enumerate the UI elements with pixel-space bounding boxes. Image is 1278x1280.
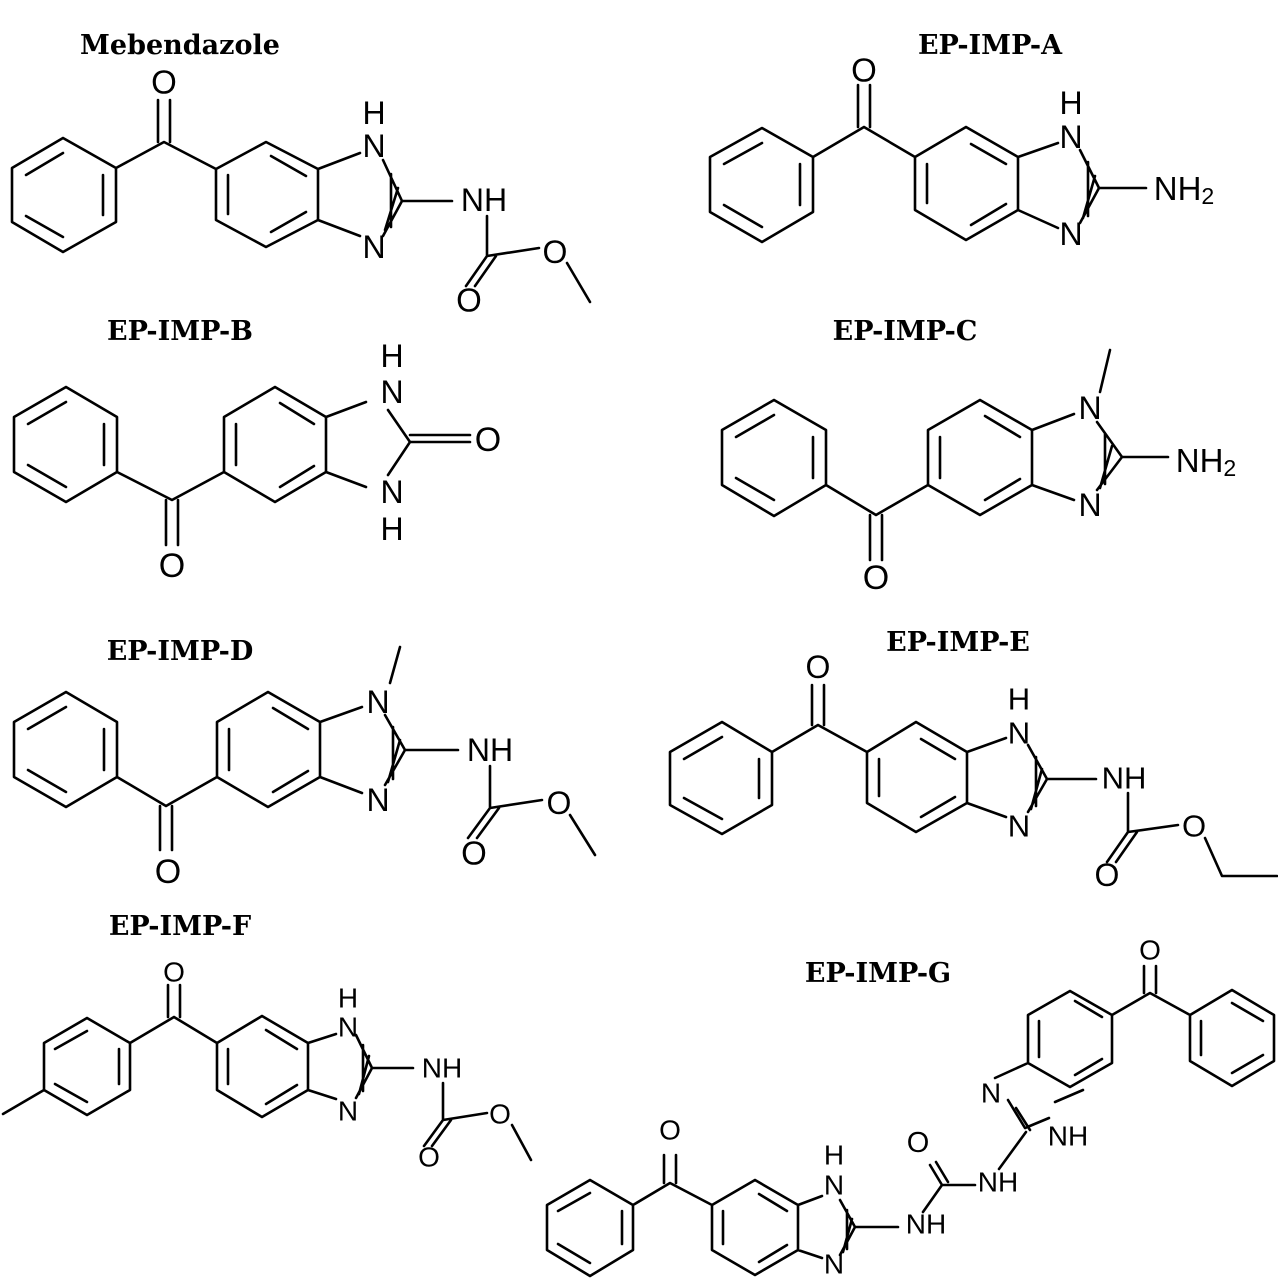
atom-o-keto: O <box>159 547 185 585</box>
structure-ep-imp-b: EP-IMP-B H N N H O O <box>12 316 501 585</box>
atom-nh: NH <box>461 182 507 218</box>
atom-o-ester: O <box>489 1099 511 1130</box>
atom-o-ester: O <box>1182 809 1206 844</box>
atom-o-ester: O <box>547 785 572 821</box>
atom-n3: N <box>1008 809 1030 844</box>
atom-nh2: NH2 <box>1154 170 1215 210</box>
atom-o-keto: O <box>806 649 831 685</box>
atom-h: H <box>824 1140 844 1171</box>
bonds <box>12 385 472 547</box>
atom-o-carbonyl: O <box>461 835 487 872</box>
atom-nh: NH <box>1102 761 1147 796</box>
atom-nh: NH <box>467 732 513 768</box>
atom-n1: N <box>1078 390 1101 426</box>
atom-o-carbonyl: O <box>456 282 482 319</box>
atom-h: H <box>380 338 403 374</box>
atom-o-ester: O <box>543 234 568 270</box>
atom-nh2: NH2 <box>1176 442 1237 482</box>
atom-o-keto: O <box>155 853 181 891</box>
atom-n1: N <box>824 1170 844 1201</box>
atom-o-carbonyl: O <box>1095 857 1120 893</box>
bonds <box>12 645 597 857</box>
bonds <box>668 683 1278 878</box>
structure-title: Mebendazole <box>80 30 280 61</box>
structure-ep-imp-c: EP-IMP-C N N NH2 O <box>720 316 1237 597</box>
atom-nh-b2: NH <box>1048 1121 1088 1152</box>
structure-title: EP-IMP-B <box>107 316 253 347</box>
atom-h: H <box>362 95 385 131</box>
structure-ep-imp-g: EP-IMP-G O H N N NH O NH N NH O <box>545 935 1276 1280</box>
atom-n-b: N <box>981 1078 1001 1109</box>
structure-title: EP-IMP-E <box>886 627 1030 658</box>
atom-n3: N <box>1059 216 1082 252</box>
atom-o-keto: O <box>851 52 877 89</box>
structure-mebendazole: Mebendazole O H N N NH O O <box>10 30 592 319</box>
bonds <box>10 98 592 304</box>
atom-n1: N <box>362 128 385 164</box>
bonds <box>720 348 1170 562</box>
atom-o-keto: O <box>151 64 177 101</box>
structure-ep-imp-f: EP-IMP-F O H N N NH O O <box>1 911 533 1173</box>
atom-n3: N <box>362 229 385 265</box>
atom-nh-b: NH <box>978 1167 1018 1198</box>
atom-o-keto: O <box>163 957 185 988</box>
structure-title: EP-IMP-A <box>918 30 1063 61</box>
atom-o-keto: O <box>659 1115 681 1146</box>
atom-n1: N <box>338 1012 358 1043</box>
atom-n1: N <box>380 374 403 410</box>
atom-nh: NH <box>422 1053 462 1084</box>
atom-n1: N <box>366 684 389 720</box>
atom-o-carbonyl: O <box>418 1142 440 1173</box>
atom-o-urea: O <box>907 1127 930 1159</box>
atom-n3: N <box>1078 487 1101 523</box>
structure-title: EP-IMP-F <box>109 911 251 942</box>
bonds <box>1 983 533 1162</box>
atom-n1: N <box>1059 119 1082 155</box>
structure-ep-imp-d: EP-IMP-D N N NH O O O <box>12 636 597 891</box>
structure-ep-imp-e: EP-IMP-E O H N N NH O O <box>668 627 1278 893</box>
atom-n1: N <box>1008 716 1030 751</box>
structure-title: EP-IMP-D <box>107 636 254 667</box>
bonds <box>708 83 1148 244</box>
structure-title: EP-IMP-G <box>805 958 951 989</box>
atom-o-urea: O <box>475 421 501 459</box>
atom-h: H <box>1059 85 1082 121</box>
structure-title: EP-IMP-C <box>833 316 978 347</box>
atom-o-keto: O <box>863 559 889 597</box>
atom-n3: N <box>338 1096 358 1127</box>
structure-ep-imp-a: EP-IMP-A O H N N NH2 <box>708 30 1215 252</box>
atom-o-keto-b: O <box>1139 935 1161 966</box>
atom-n3: N <box>380 474 403 510</box>
atom-h: H <box>338 983 358 1014</box>
bonds <box>545 964 1276 1278</box>
atom-h3: H <box>380 511 403 547</box>
atom-n3: N <box>366 782 389 818</box>
atom-n3: N <box>824 1249 844 1280</box>
atom-nh: NH <box>906 1209 946 1240</box>
atom-h: H <box>1008 682 1030 717</box>
